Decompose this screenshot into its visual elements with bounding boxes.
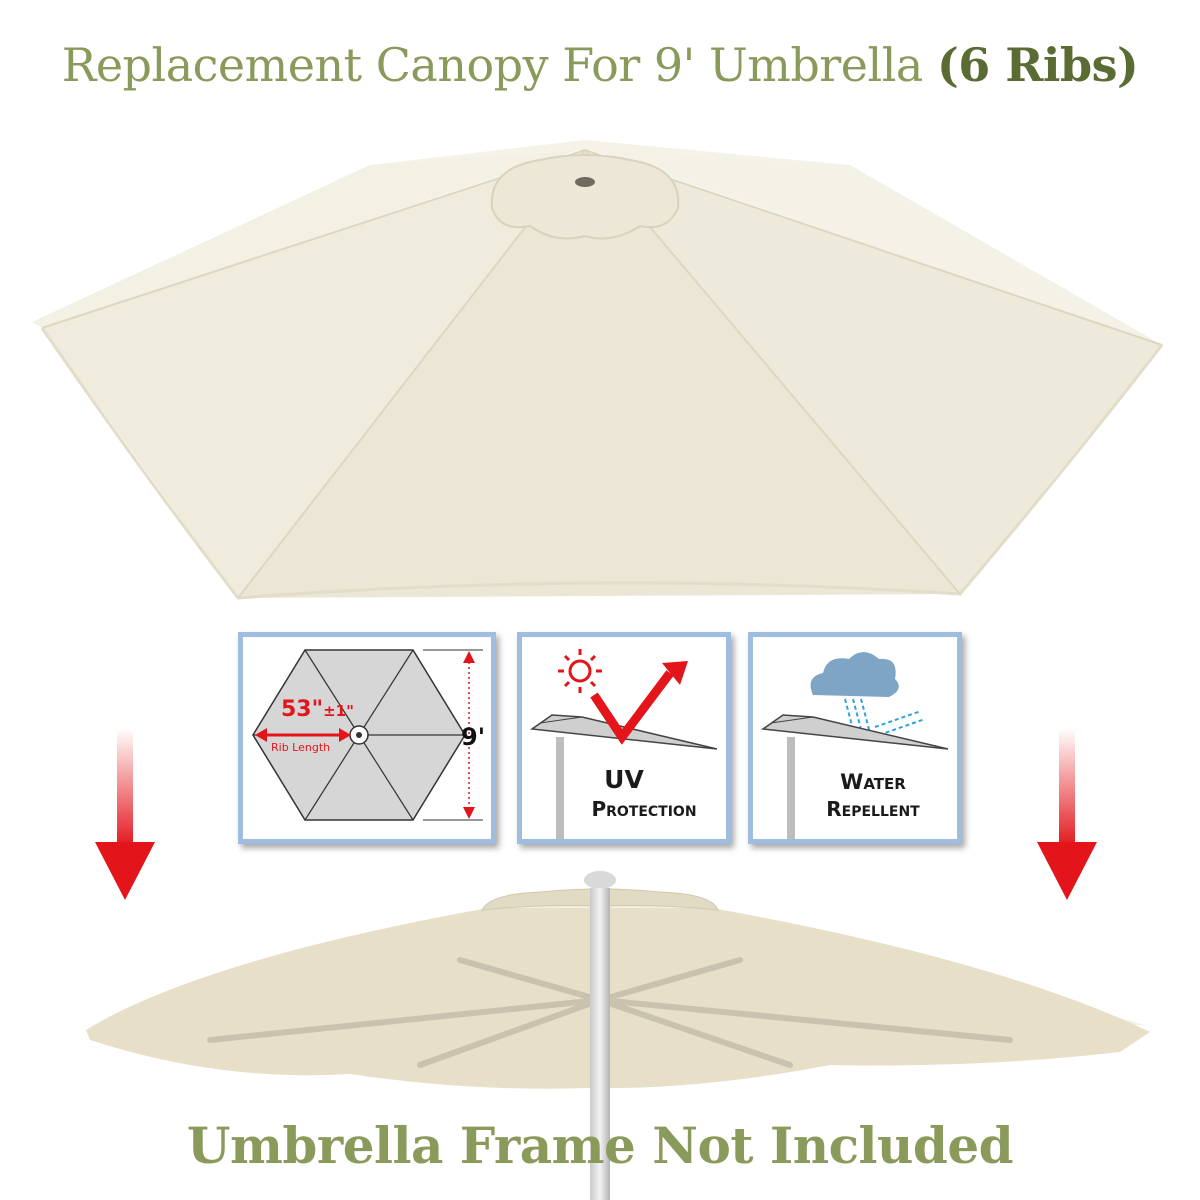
umbrella-pole (590, 888, 610, 1200)
umbrella-bottom-image (86, 871, 1150, 1200)
canopy-panel (585, 150, 1162, 594)
title-main: Replacement Canopy For 9' Umbrella (61, 38, 924, 92)
canopy-panel (238, 150, 960, 598)
diameter-label: 9' (461, 723, 486, 751)
uv-line2: Protection (591, 797, 697, 821)
hexagon-diagram (252, 649, 483, 821)
dimension-badge: 53"±1" Rib Length 9' (238, 632, 496, 844)
water-repellent-badge: Water Repellent (748, 632, 962, 844)
canopy-panel (42, 150, 585, 598)
uv-protection-badge: UV Protection (517, 632, 731, 844)
rib-length-label: Rib Length (271, 741, 331, 754)
canopy-panel (370, 140, 850, 165)
umbrella-icon (760, 714, 949, 839)
page-title: Replacement Canopy For 9' Umbrella (6 Ri… (0, 38, 1200, 92)
canopy-panel (32, 148, 585, 328)
water-line1: Water (840, 770, 906, 794)
frame-not-included-text: Umbrella Frame Not Included (186, 1116, 1014, 1175)
sun-icon (558, 649, 602, 693)
water-line2: Repellent (826, 797, 920, 821)
rib-length-value: 53" (281, 697, 324, 722)
rib-length-tolerance: ±1" (323, 702, 354, 720)
title-ribs: (6 Ribs) (936, 38, 1139, 92)
arrow-down-icon-right (1037, 728, 1097, 900)
canopy-top-image (32, 140, 1164, 600)
arrow-down-icon-left (95, 728, 155, 900)
vent-cap (490, 154, 680, 240)
rain-cloud-icon (810, 652, 899, 697)
uv-line1: UV (604, 765, 644, 794)
canopy-underside (86, 908, 1150, 1089)
